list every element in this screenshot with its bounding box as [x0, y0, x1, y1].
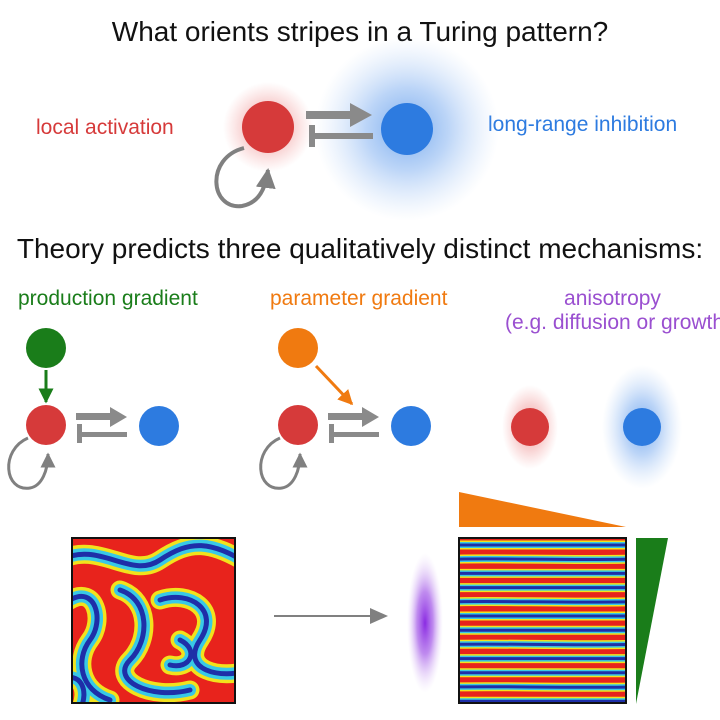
anisotropy-diagram	[502, 365, 682, 489]
parameter-arrow-icon	[314, 364, 354, 406]
parameter-gradient-label: parameter gradient	[270, 287, 448, 310]
inhibition-bar-icon	[331, 432, 379, 437]
stripe	[459, 685, 626, 689]
self-activation-loop-icon	[7, 436, 56, 490]
anisotropy-label: anisotropy	[564, 287, 661, 310]
subtitle: Theory predicts three qualitatively dist…	[16, 233, 704, 264]
inhibition-bar-icon	[309, 133, 373, 139]
parameter-source-node	[278, 328, 318, 368]
inhibitor-node	[391, 406, 431, 446]
stripe	[459, 642, 626, 647]
oriented-stripe-pattern	[459, 538, 626, 703]
anisotropy-blob-icon	[407, 553, 443, 693]
production-gradient-label: production gradient	[18, 287, 198, 310]
inhibitor-node	[623, 408, 661, 446]
local-activation-label: local activation	[36, 116, 174, 139]
long-range-inhibition-label: long-range inhibition	[488, 113, 678, 136]
self-activation-loop-icon	[214, 146, 276, 209]
transform-arrow-icon	[274, 608, 388, 624]
activator-node	[278, 405, 318, 445]
inhibitor-node	[139, 406, 179, 446]
inhibition-bar-icon	[79, 432, 127, 437]
stripe	[459, 599, 626, 604]
anisotropy-sublabel: (e.g. diffusion or growth)	[505, 311, 720, 334]
activation-arrow-icon	[76, 407, 127, 427]
production-source-node	[26, 328, 66, 368]
page-title: What orients stripes in a Turing pattern…	[111, 16, 609, 47]
inhibitor-node	[381, 103, 433, 155]
activation-arrow-icon	[306, 103, 372, 127]
stripe	[459, 557, 626, 562]
top-activator-inhibitor-diagram	[214, 37, 499, 221]
production-gradient-wedge	[636, 538, 668, 704]
oriented-pattern-frame	[458, 537, 627, 704]
activator-node	[242, 101, 294, 153]
activation-arrow-icon	[328, 407, 379, 427]
unoriented-pattern-frame	[71, 537, 236, 704]
unoriented-turing-pattern	[72, 538, 235, 703]
production-gradient-diagram	[7, 328, 179, 490]
activator-node	[511, 408, 549, 446]
self-activation-loop-icon	[259, 436, 308, 490]
parameter-gradient-wedge	[459, 492, 626, 527]
activator-node	[26, 405, 66, 445]
parameter-gradient-diagram	[259, 328, 431, 490]
